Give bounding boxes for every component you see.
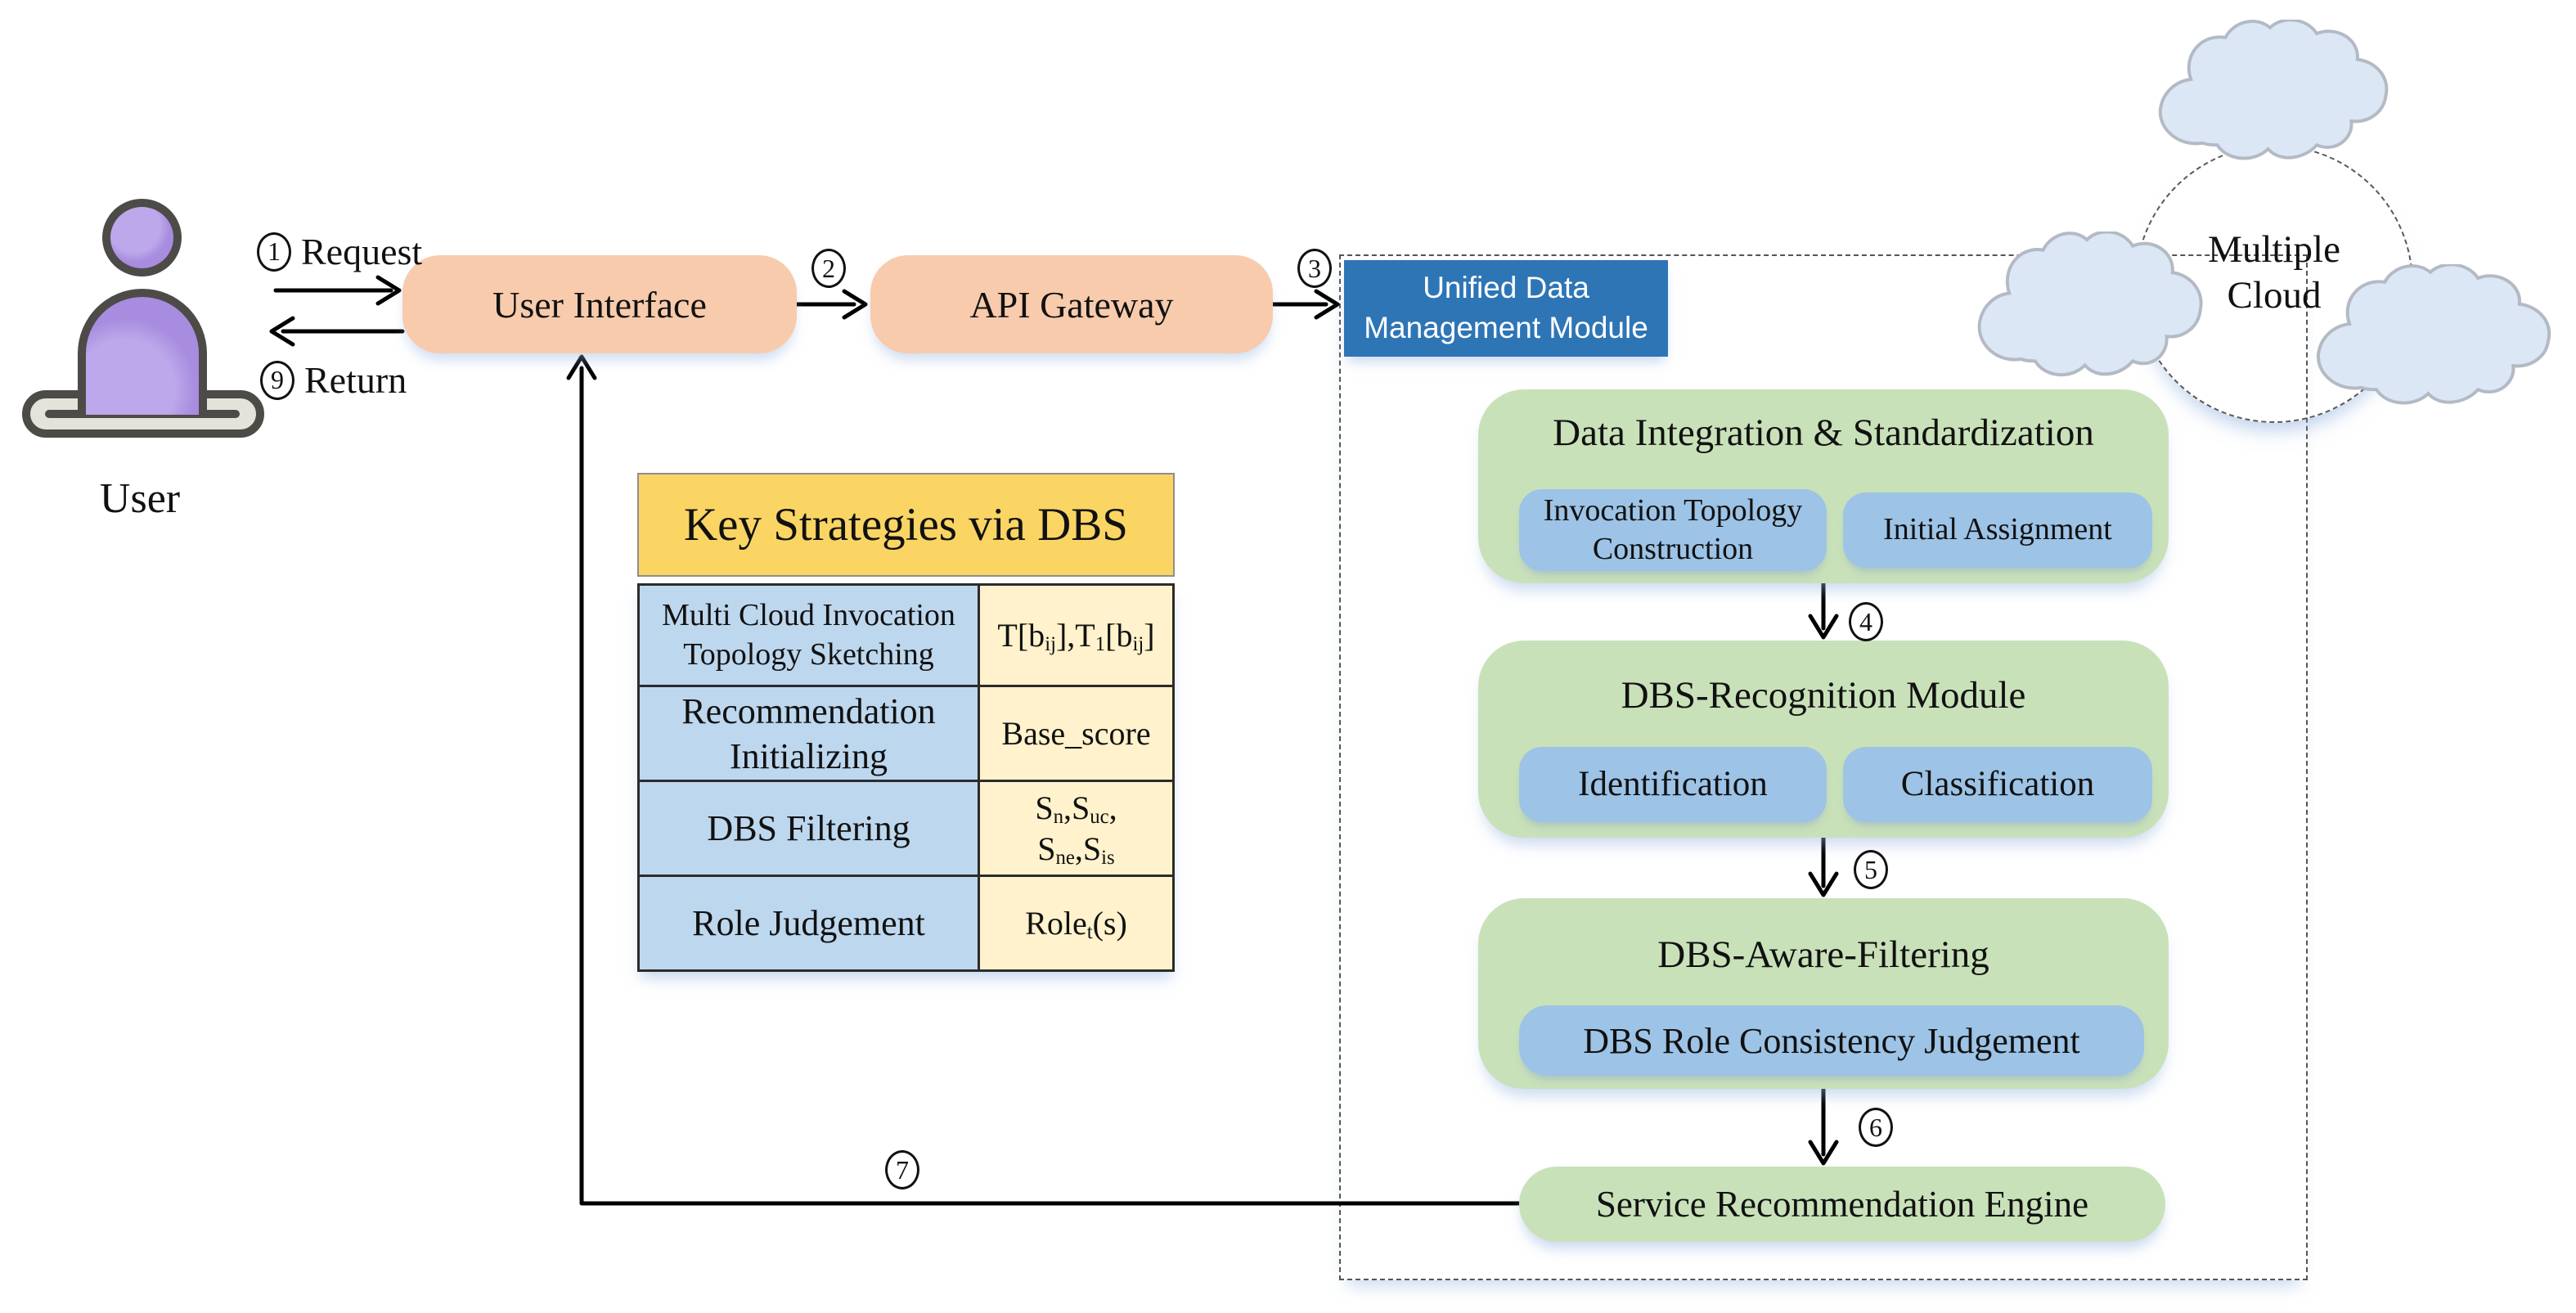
strategy-value: T[bij],T1[bij] (980, 586, 1172, 685)
udmm-line2: Management Module (1364, 311, 1648, 344)
step-9-badge: 9 (260, 360, 294, 400)
user-head-icon (102, 199, 182, 277)
step-2-badge: 2 (811, 249, 846, 288)
service-recommendation-engine-label: Service Recommendation Engine (1595, 1184, 2089, 1225)
dbs-aware-filtering-title: DBS-Aware-Filtering (1657, 933, 1989, 976)
step-6-badge: 6 (1859, 1108, 1893, 1147)
multi-cloud-line2: Cloud (2227, 274, 2322, 317)
api-gateway-label: API Gateway (969, 283, 1174, 326)
initial-assignment-box: Initial Assignment (1843, 492, 2152, 568)
key-strategies-table: Multi Cloud Invocation Topology Sketchin… (637, 583, 1175, 972)
key-strategies-title: Key Strategies via DBS (683, 499, 1128, 551)
udmm-line1: Unified Data (1423, 271, 1589, 305)
cloud-icon (2317, 264, 2551, 405)
multi-cloud-line1: Multiple (2208, 228, 2340, 271)
strategy-name: Role Judgement (640, 877, 978, 969)
strategy-name: Recommendation Initializing (640, 687, 978, 780)
user-label: User (99, 475, 181, 522)
ui-to-api-arrowhead-icon (842, 289, 868, 320)
return-label: 9 Return (260, 358, 407, 402)
request-label: 1 Request (257, 230, 422, 273)
user-icon (22, 199, 267, 444)
engine-to-ui-arrowhead-icon (566, 354, 597, 380)
service-recommendation-engine-box: Service Recommendation Engine (1519, 1167, 2165, 1242)
identification-box: Identification (1519, 747, 1827, 822)
user-interface-box: User Interface (402, 255, 797, 353)
strategy-name: Multi Cloud Invocation Topology Sketchin… (640, 586, 978, 685)
strategy-value: Rolet(s) (980, 877, 1172, 969)
strategy-value: Sn,Suc,Sne,Sis (980, 782, 1172, 875)
dbs-recognition-box: DBS-Recognition Module Identification Cl… (1478, 641, 2169, 838)
step-5-badge: 5 (1854, 850, 1888, 889)
dbs-recognition-title: DBS-Recognition Module (1621, 674, 2026, 717)
step-3-badge: 3 (1297, 249, 1332, 288)
return-arrowhead-icon (269, 316, 295, 347)
step-4-badge: 4 (1849, 602, 1883, 641)
user-body-icon (78, 289, 207, 415)
api-to-udmm-arrowhead-icon (1314, 289, 1340, 320)
strategy-value: Base_score (980, 687, 1172, 780)
request-arrowhead-icon (375, 275, 402, 306)
cloud-icon (1977, 232, 2203, 377)
api-gateway-box: API Gateway (870, 255, 1273, 353)
step-1-badge: 1 (257, 232, 291, 272)
cloud-icon (2158, 20, 2389, 160)
strategy-name: DBS Filtering (640, 782, 978, 875)
data-integration-box: Data Integration & Standardization Invoc… (1478, 389, 2169, 583)
step-7-badge: 7 (885, 1150, 919, 1189)
classification-box: Classification (1843, 747, 2152, 822)
dbs-aware-filtering-box: DBS-Aware-Filtering DBS Role Consistency… (1478, 898, 2169, 1089)
return-text: Return (304, 359, 407, 401)
invocation-topology-construction-box: Invocation Topology Construction (1519, 489, 1827, 571)
request-text: Request (301, 231, 423, 272)
dbs-role-consistency-box: DBS Role Consistency Judgement (1519, 1005, 2144, 1076)
data-integration-title: Data Integration & Standardization (1553, 411, 2094, 454)
key-strategies-header: Key Strategies via DBS (637, 473, 1175, 577)
unified-data-management-box: Unified Data Management Module (1344, 260, 1668, 357)
user-interface-label: User Interface (492, 283, 707, 326)
multi-cloud-label: Multiple Cloud (2160, 227, 2389, 319)
